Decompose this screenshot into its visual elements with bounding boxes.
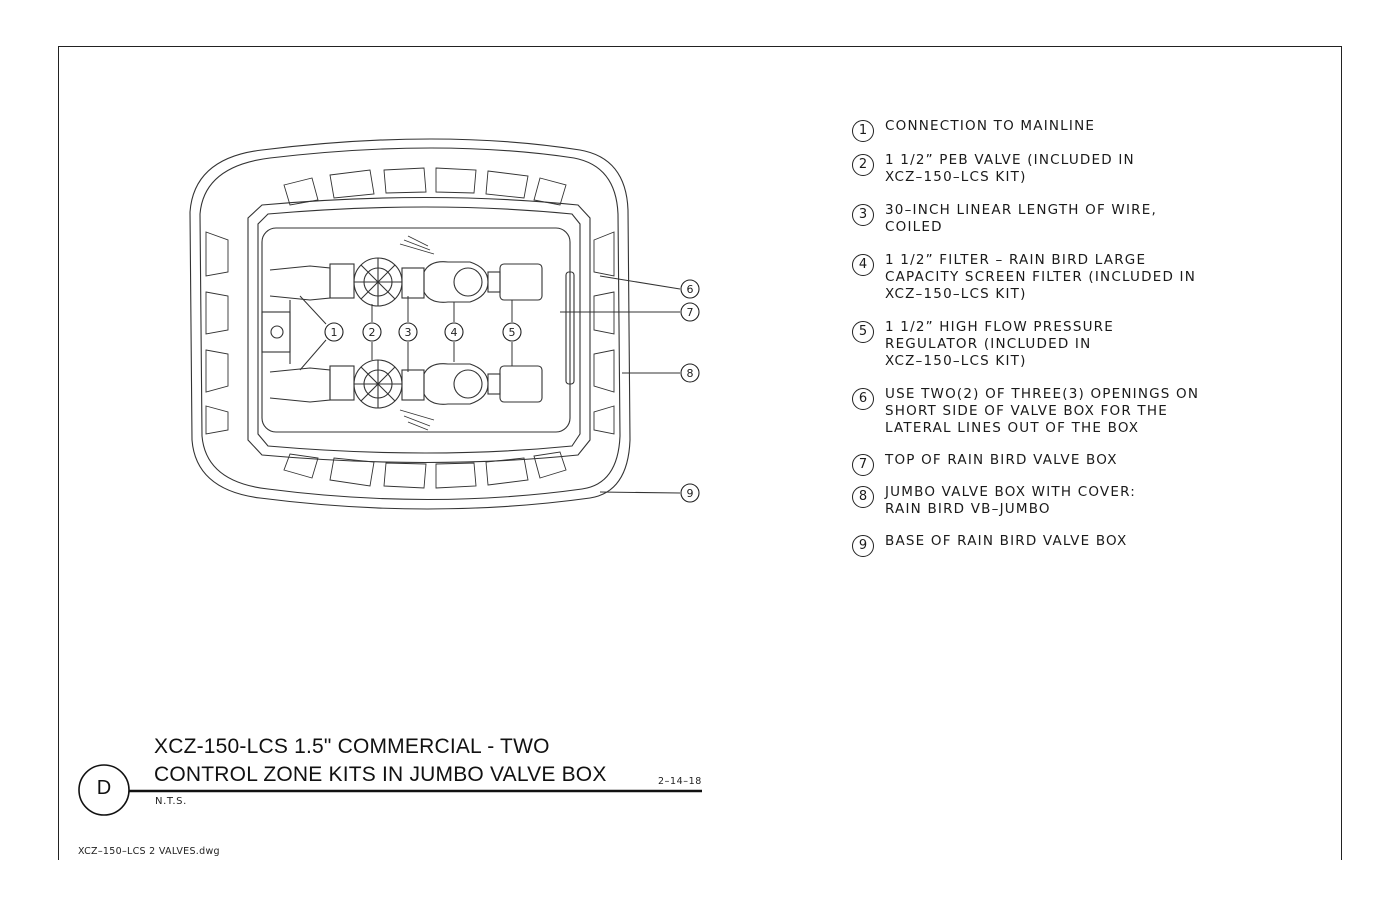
callout-7-label: 7 [687,306,694,319]
callout-9: 9 [680,483,700,503]
legend-item-6: 6 USE TWO(2) OF THREE(3) OPENINGS ON SHO… [852,386,1292,437]
callout-6: 6 [680,279,700,299]
legend-number-6: 6 [852,388,874,410]
legend-number-1: 1 [852,120,874,142]
legend-number-2: 2 [852,154,874,176]
callout-3: 3 [398,322,418,342]
callout-5: 5 [502,322,522,342]
legend-number-3: 3 [852,204,874,226]
legend-number-9: 9 [852,535,874,557]
drawing-border [58,46,1342,860]
legend-number-4: 4 [852,254,874,276]
callout-7: 7 [680,302,700,322]
legend-text-1: CONNECTION TO MAINLINE [885,118,1096,134]
lower-valve-assembly [269,359,543,431]
callout-4-label: 4 [451,326,458,339]
callout-6-label: 6 [687,283,694,296]
upper-valve-assembly [269,235,543,307]
callout-9-label: 9 [687,487,694,500]
legend-text-9: BASE OF RAIN BIRD VALVE BOX [885,533,1128,549]
legend-text-6: USE TWO(2) OF THREE(3) OPENINGS ON SHORT… [885,386,1200,436]
valve-box-cover-outline [247,196,591,464]
legend-number-8: 8 [852,486,874,508]
scale-note: N.T.S. [155,796,187,807]
title-line-1: XCZ-150-LCS 1.5" COMMERCIAL - TWO [154,735,550,758]
legend-text-4: 1 1/2” FILTER – RAIN BIRD LARGE CAPACITY… [885,252,1197,302]
file-name: XCZ–150–LCS 2 VALVES.dwg [78,846,220,857]
callout-8: 8 [680,363,700,383]
legend-item-4: 4 1 1/2” FILTER – RAIN BIRD LARGE CAPACI… [852,252,1292,303]
callout-3-label: 3 [405,326,412,339]
legend-text-7: TOP OF RAIN BIRD VALVE BOX [885,452,1118,468]
legend-number-5: 5 [852,321,874,343]
detail-letter: D [96,777,112,799]
callout-4: 4 [444,322,464,342]
legend-item-3: 3 30–INCH LINEAR LENGTH OF WIRE, COILED [852,202,1292,236]
callout-5-label: 5 [509,326,516,339]
callout-2-label: 2 [369,326,376,339]
callout-1-label: 1 [331,326,338,339]
legend-text-8: JUMBO VALVE BOX WITH COVER: RAIN BIRD VB… [885,484,1136,517]
valve-box-base-outline [189,138,631,510]
legend-item-8: 8 JUMBO VALVE BOX WITH COVER: RAIN BIRD … [852,484,1292,518]
legend-text-5: 1 1/2” HIGH FLOW PRESSURE REGULATOR (INC… [885,319,1114,369]
legend-item-7: 7 TOP OF RAIN BIRD VALVE BOX [852,452,1292,476]
legend-item-1: 1 CONNECTION TO MAINLINE [852,118,1292,142]
callout-8-label: 8 [687,367,694,380]
title-line-2: CONTROL ZONE KITS IN JUMBO VALVE BOX [154,763,607,786]
callout-2: 2 [362,322,382,342]
legend-number-7: 7 [852,454,874,476]
date-stamp: 2–14–18 [658,776,702,787]
legend-text-3: 30–INCH LINEAR LENGTH OF WIRE, COILED [885,202,1157,235]
legend-item-9: 9 BASE OF RAIN BIRD VALVE BOX [852,533,1292,557]
legend-text-2: 1 1/2” PEB VALVE (INCLUDED IN XCZ–150–LC… [885,152,1135,185]
legend: 1 CONNECTION TO MAINLINE 2 1 1/2” PEB VA… [852,118,1292,557]
legend-item-2: 2 1 1/2” PEB VALVE (INCLUDED IN XCZ–150–… [852,152,1292,186]
legend-item-5: 5 1 1/2” HIGH FLOW PRESSURE REGULATOR (I… [852,319,1292,370]
callout-1: 1 [324,322,344,342]
